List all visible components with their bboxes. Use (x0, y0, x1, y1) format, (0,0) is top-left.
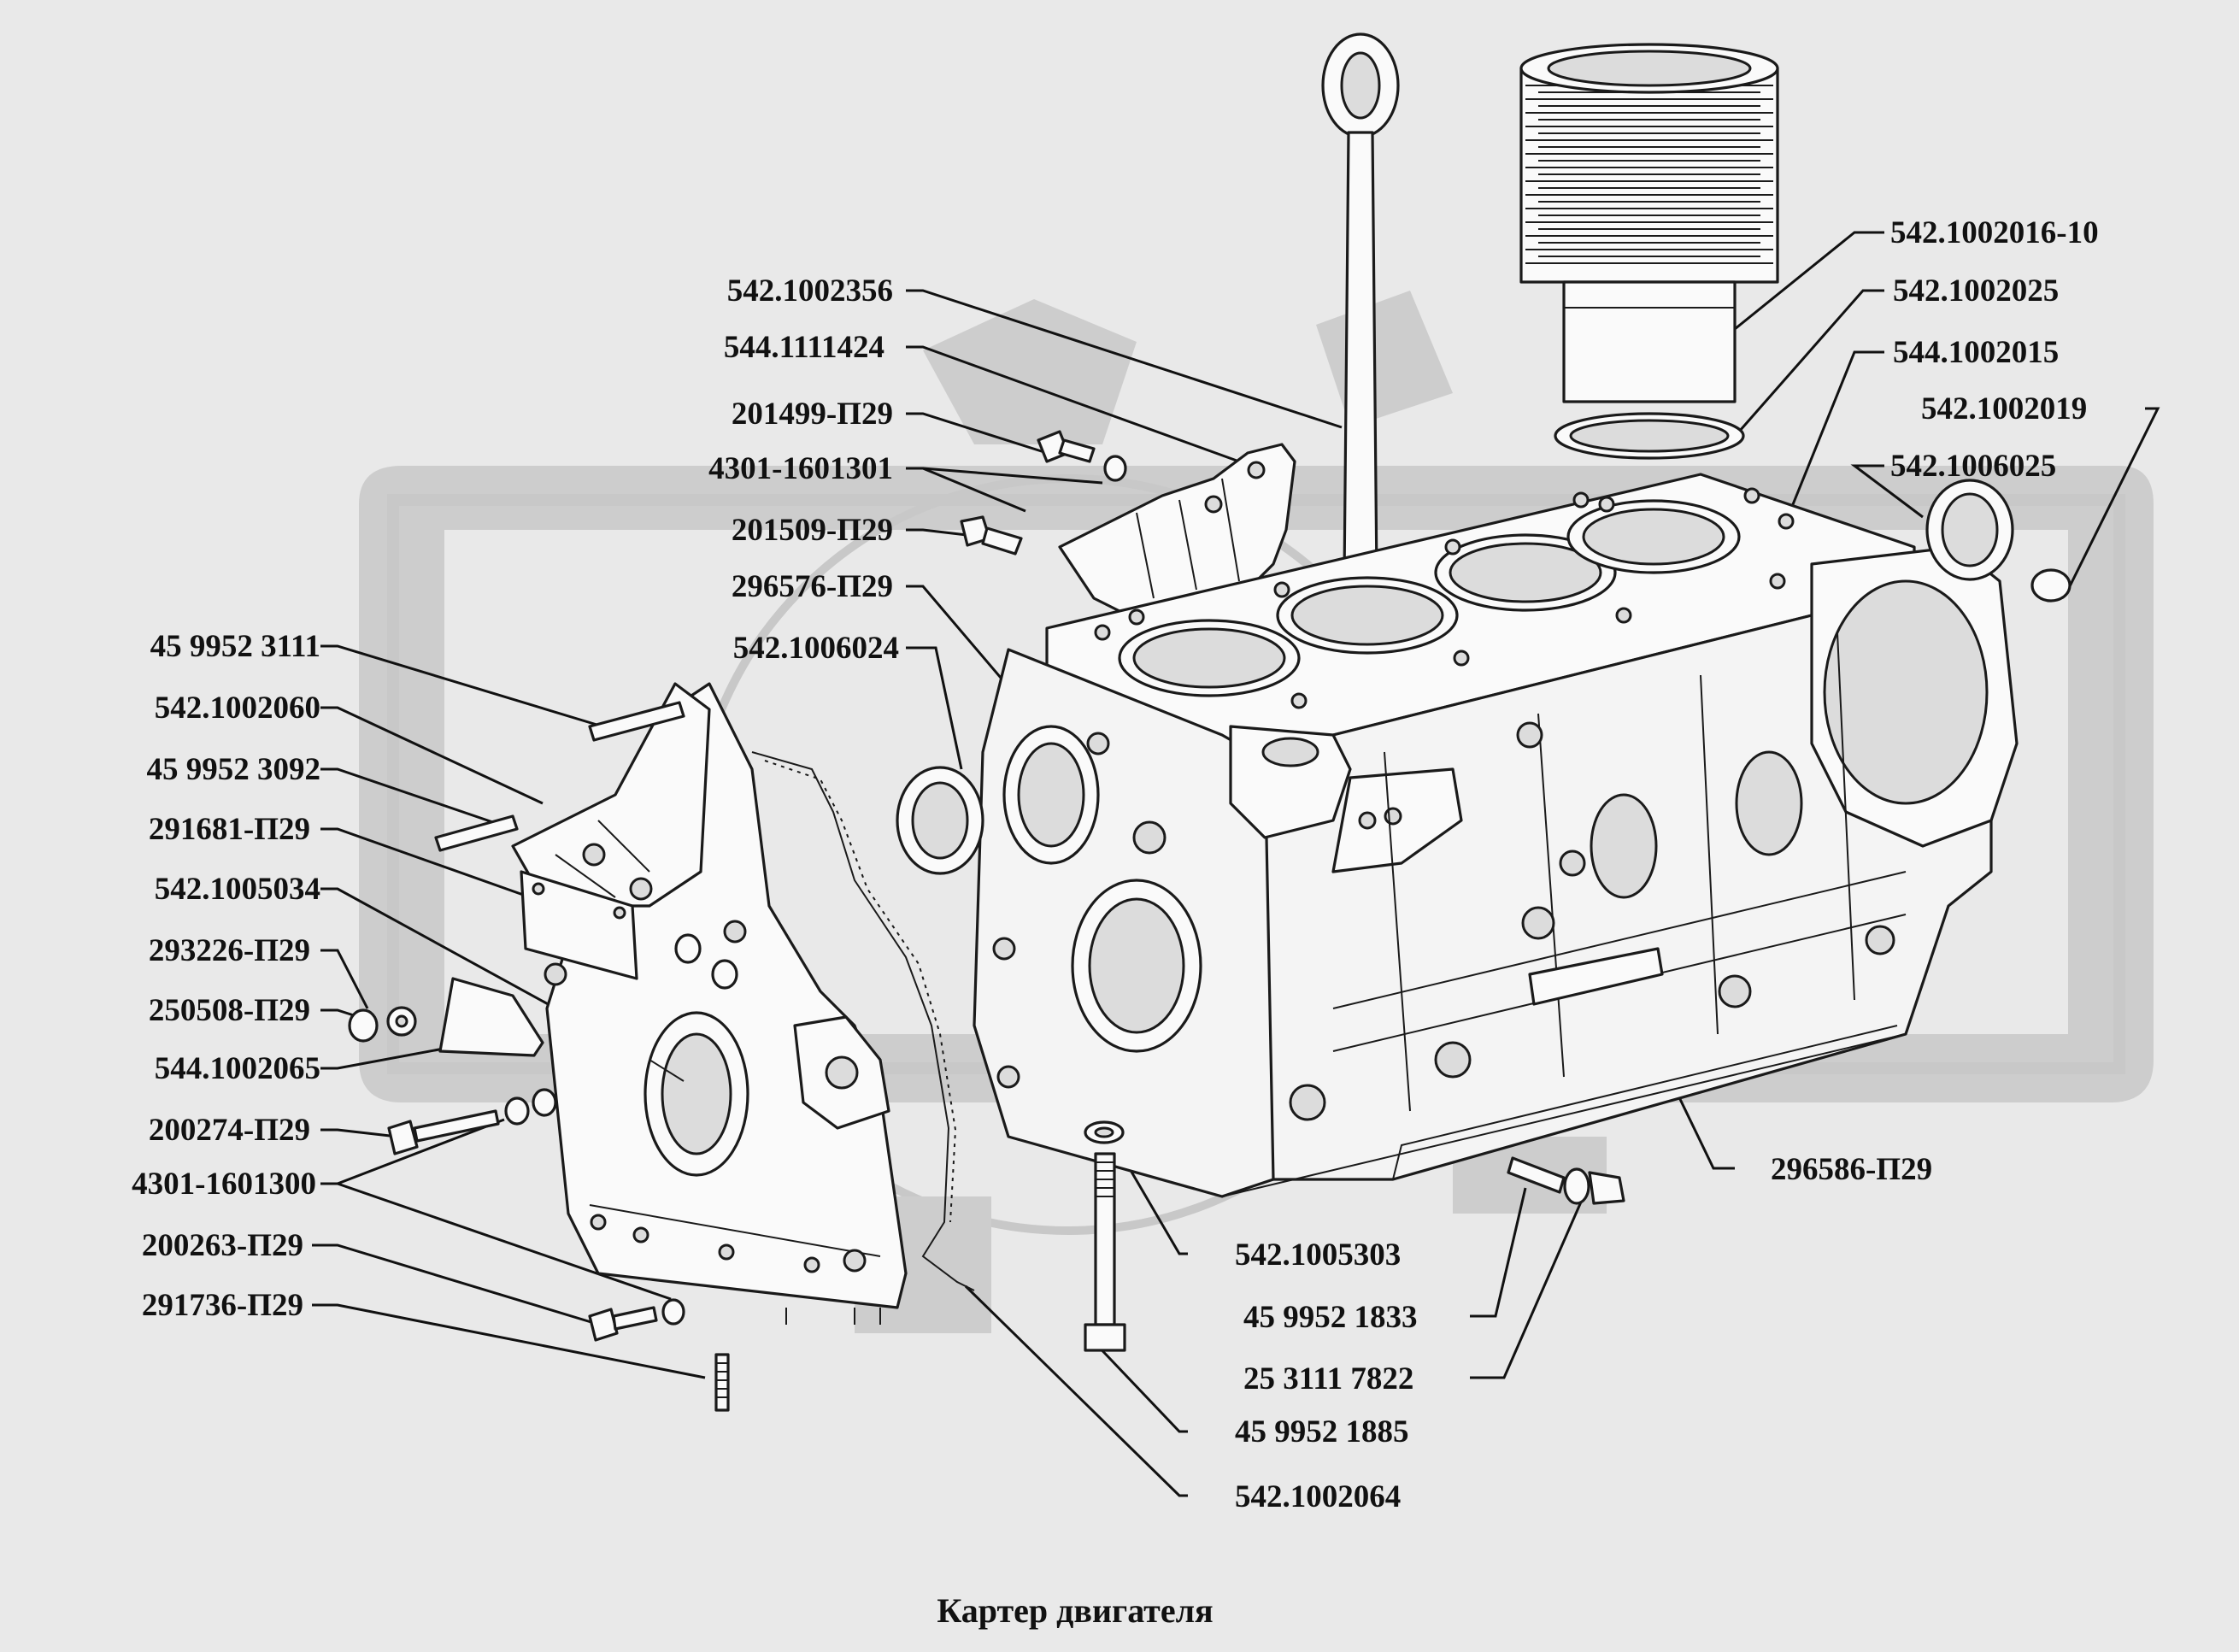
label-45-9952-3092: 45 9952 3092 (147, 752, 321, 787)
label-25-3111-7822: 25 3111 7822 (1243, 1361, 1413, 1396)
label-542-1002064: 542.1002064 (1235, 1479, 1401, 1514)
label-542-1005034: 542.1005034 (155, 872, 320, 907)
liner-gasket (1554, 412, 1745, 460)
label-542-1006024: 542.1006024 (733, 631, 899, 666)
label-544-1111424: 544.1111424 (724, 330, 884, 365)
crankshaft-oil-seal (649, 1059, 685, 1082)
label-542-1002016-10: 542.1002016-10 (1890, 215, 2099, 250)
label-542-1005303: 542.1005303 (1235, 1238, 1401, 1273)
leader-lines (312, 231, 2160, 1497)
nut-250508 (348, 1008, 379, 1043)
label-296576-p29: 296576-П29 (732, 569, 893, 604)
labels-top: 542.1002356 544.1111424 201499-П29 4301-… (708, 273, 899, 666)
label-4301-1601301: 4301-1601301 (708, 451, 893, 486)
crankcase-block (973, 473, 2019, 1198)
washer-542-1005303 (1084, 1120, 1125, 1144)
bolt-201499 (1037, 430, 1127, 482)
oil-filter-bracket (1058, 443, 1296, 617)
label-542-1002060: 542.1002060 (155, 691, 320, 726)
label-200274-p29: 200274-П29 (149, 1113, 310, 1148)
label-291681-p29: 291681-П29 (149, 812, 310, 847)
timing-cover-gasket (751, 751, 975, 1291)
diagram-caption: Картер двигателя (937, 1591, 1213, 1630)
label-4301-1601300: 4301-1601300 (132, 1167, 316, 1202)
labels-left: 45 9952 3111 542.1002060 45 9952 3092 29… (132, 629, 320, 1323)
label-542-1002019: 542.1002019 (1921, 391, 2087, 426)
long-bolt-45-9952-1885 (1084, 1152, 1126, 1352)
plug-542-1002019 (2030, 568, 2072, 603)
label-45-9952-1885: 45 9952 1885 (1235, 1414, 1409, 1449)
label-250508-p29: 250508-П29 (149, 993, 310, 1028)
nut-291681 (674, 933, 738, 990)
labels-bottom: 542.1005303 45 9952 1833 25 3111 7822 45… (1235, 1238, 1418, 1514)
stud-45-9952-3092 (434, 814, 519, 852)
cam-bushing-rear (1925, 479, 2014, 581)
label-201509-p29: 201509-П29 (732, 513, 893, 548)
bolt-200274 (387, 1088, 557, 1155)
stud-291736 (714, 1353, 730, 1412)
label-293226-p29: 293226-П29 (149, 933, 310, 968)
label-45-9952-3111: 45 9952 3111 (150, 629, 320, 664)
label-542-1002356: 542.1002356 (727, 273, 893, 309)
timing-gear-cover (544, 682, 908, 1325)
label-201499-p29: 201499-П29 (732, 397, 893, 432)
label-291736-p29: 291736-П29 (142, 1288, 303, 1323)
label-542-1002025: 542.1002025 (1893, 273, 2059, 309)
label-296586-p29: 296586-П29 (1771, 1152, 1932, 1187)
bolt-201509 (960, 515, 1023, 556)
label-544-1002015: 544.1002015 (1893, 335, 2059, 370)
label-45-9952-1833: 45 9952 1833 (1243, 1300, 1418, 1335)
labels-right: 542.1002016-10 542.1002025 544.1002015 5… (1771, 215, 2099, 1187)
oil-deflector (438, 977, 544, 1057)
bolt-200263 (588, 1298, 685, 1342)
cylinder-liner (1519, 43, 1779, 403)
bolt-25-3111-7822 (1507, 1156, 1625, 1205)
front-bracket (511, 682, 711, 908)
cam-bushing-front (896, 766, 984, 875)
label-542-1006025: 542.1006025 (1890, 449, 2056, 484)
label-200263-p29: 200263-П29 (142, 1228, 303, 1263)
label-544-1002065: 544.1002065 (155, 1051, 320, 1086)
stud-45-9952-3111 (588, 701, 685, 742)
washer-293226 (386, 1006, 417, 1037)
cover-plate-542-1005034 (520, 870, 638, 980)
